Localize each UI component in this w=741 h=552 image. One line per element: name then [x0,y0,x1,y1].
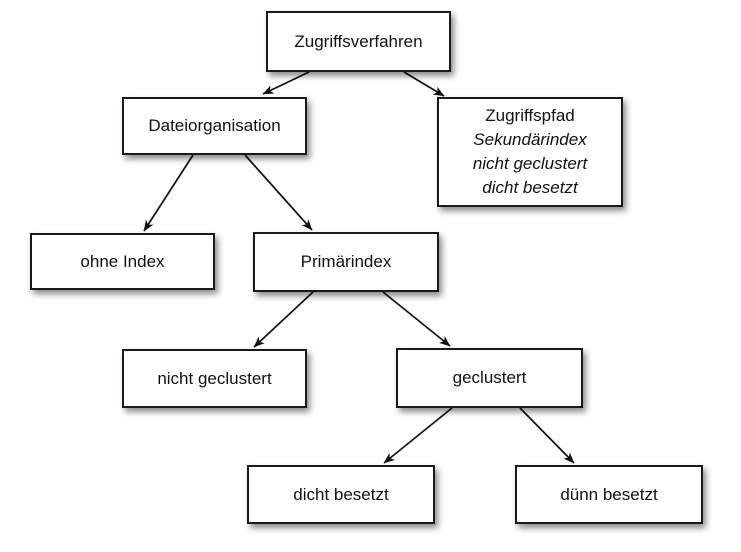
node-geclustert: geclustert [396,348,583,408]
node-label: Zugriffspfad [485,106,575,125]
node-nicht-geclustert: nicht geclustert [122,349,307,408]
node-label: dünn besetzt [560,484,658,504]
node-label: Sekundärindex [473,130,587,149]
node-dateiorganisation: Dateiorganisation [122,97,307,155]
edge-dateiorganisation-ohne-index [143,154,194,232]
node-ohne-index: ohne Index [30,233,215,290]
node-zugriffspfad: Zugriffspfad Sekundärindex nicht geclust… [437,97,623,207]
node-label: nicht geclustert [157,368,272,388]
node-label: dicht besetzt [482,178,578,197]
node-label: dicht besetzt [293,484,389,504]
node-label: ohne Index [80,251,165,271]
node-label: Primärindex [300,252,392,271]
node-dicht-besetzt: dicht besetzt [247,465,435,524]
edge-dateiorganisation-primaerindex [244,154,313,231]
edge-geclustert-dicht-besetzt [383,407,453,464]
edge-zugriffsverfahren-dateiorganisation [262,71,310,95]
node-duenn-besetzt: dünn besetzt [515,465,703,524]
node-zugriffsverfahren: Zugriffsverfahren [266,11,451,72]
node-label: geclustert [452,368,527,387]
node-label: Zugriffsverfahren [294,31,423,51]
edge-primaerindex-nicht-geclustert [253,291,314,348]
edge-geclustert-duenn-besetzt [519,407,575,464]
node-label: nicht geclustert [472,154,588,173]
edge-zugriffsverfahren-zugriffspfad [403,71,445,97]
node-label: Dateiorganisation [148,116,281,135]
edge-primaerindex-geclustert [382,291,451,347]
node-primaerindex: Primärindex [253,232,439,292]
